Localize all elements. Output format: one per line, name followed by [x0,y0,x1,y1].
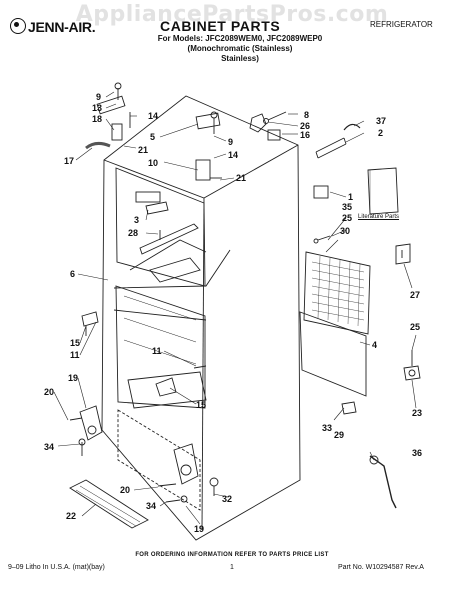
screw-35 [317,235,331,241]
callout-11: 11 [152,346,162,356]
brand-name: JENN-AIR. [28,19,96,35]
bottom-hinge-left [69,405,103,456]
callout-15: 15 [70,338,81,348]
bracket-15-inner [155,377,177,397]
brand-logo: JENN-AIR. [10,18,96,35]
cap-1-small [313,185,329,199]
page-title: CABINET PARTS [160,18,281,34]
callout-36: 36 [412,448,423,458]
callout-29: 29 [334,430,345,440]
top-hinge-right [195,111,222,181]
callout-22: 22 [66,511,77,521]
callout-20: 20 [120,485,131,495]
callout-21: 21 [138,145,149,155]
watermark-text: AppliancePartsPros.com [75,2,389,27]
callout-32: 32 [222,494,233,504]
callout-19: 19 [68,373,79,383]
bottom-hinge-right [157,443,199,503]
callout-9: 9 [228,137,234,147]
category-label: REFRIGERATOR [370,20,433,29]
models-line-3: Stainless) [221,54,259,63]
callout-26: 26 [300,121,311,131]
callout-1: 1 [348,192,354,202]
callout-9: 9 [96,92,102,102]
toe-cover-4 [299,311,367,397]
literature-booklet [367,167,399,215]
bracket-3 [135,191,161,203]
callout-21: 21 [236,173,247,183]
callout-4: 4 [372,340,378,350]
callout-13: 13 [92,103,103,113]
model-list: For Models: JFC2089WEM0, JFC2089WEP0 (Mo… [150,34,330,64]
litho-info: 9–09 Litho In U.S.A. (mat)(bay) [8,564,105,571]
callout-3: 3 [134,215,140,225]
cabinet-front-corner [201,197,205,531]
ordering-note: FOR ORDERING INFORMATION REFER TO PARTS … [135,552,329,558]
callout-34: 34 [146,501,157,511]
roller-23 [403,365,421,381]
brand-mark-icon [10,18,26,34]
callout-20: 20 [44,387,55,397]
callout-14: 14 [228,150,239,160]
cabinet-top-edge [103,144,299,199]
literature-parts-label: Literature Parts [358,214,400,220]
page-number: 1 [230,564,234,571]
callout-37: 37 [376,116,387,126]
callout-25: 25 [410,322,421,332]
part-number: Part No. W10294587 Rev.A [338,564,424,571]
top-hinge-left [96,82,131,141]
callout-34: 34 [44,442,55,452]
callout-6: 6 [70,269,76,279]
bracket-29 [341,401,357,415]
callout-27: 27 [410,290,421,300]
base-grille-22 [69,479,149,529]
callout-35: 35 [342,202,353,212]
models-line-1: For Models: JFC2089WEM0, JFC2089WEP0 [157,34,323,43]
callout-10: 10 [148,158,159,168]
callout-5: 5 [150,132,156,142]
power-cord-36 [369,455,397,509]
callout-2: 2 [378,128,384,138]
bracket-27 [395,243,411,265]
cabinet-shell [101,95,301,541]
callout-14: 14 [148,111,159,121]
callout-15: 15 [196,400,207,410]
back-cover-30 [303,251,371,335]
callout-33: 33 [322,423,333,433]
screw-8 [267,111,287,121]
models-line-2: (Monochromatic (Stainless) [187,44,293,53]
clip-16 [267,129,281,141]
callout-8: 8 [304,110,310,120]
hose-2 [315,137,347,159]
callout-18: 18 [92,114,103,124]
bracket-15-left [81,311,99,327]
callout-25: 25 [342,213,353,223]
callout-19: 19 [194,524,205,534]
callout-30: 30 [340,226,351,236]
bracket-26 [249,113,267,133]
callout-28: 28 [128,228,139,238]
gasket-bar [85,141,111,150]
leveler-32 [209,477,219,487]
callout-11: 11 [70,350,80,360]
callout-16: 16 [300,130,311,140]
callout-17: 17 [64,156,75,166]
callout-23: 23 [412,408,423,418]
